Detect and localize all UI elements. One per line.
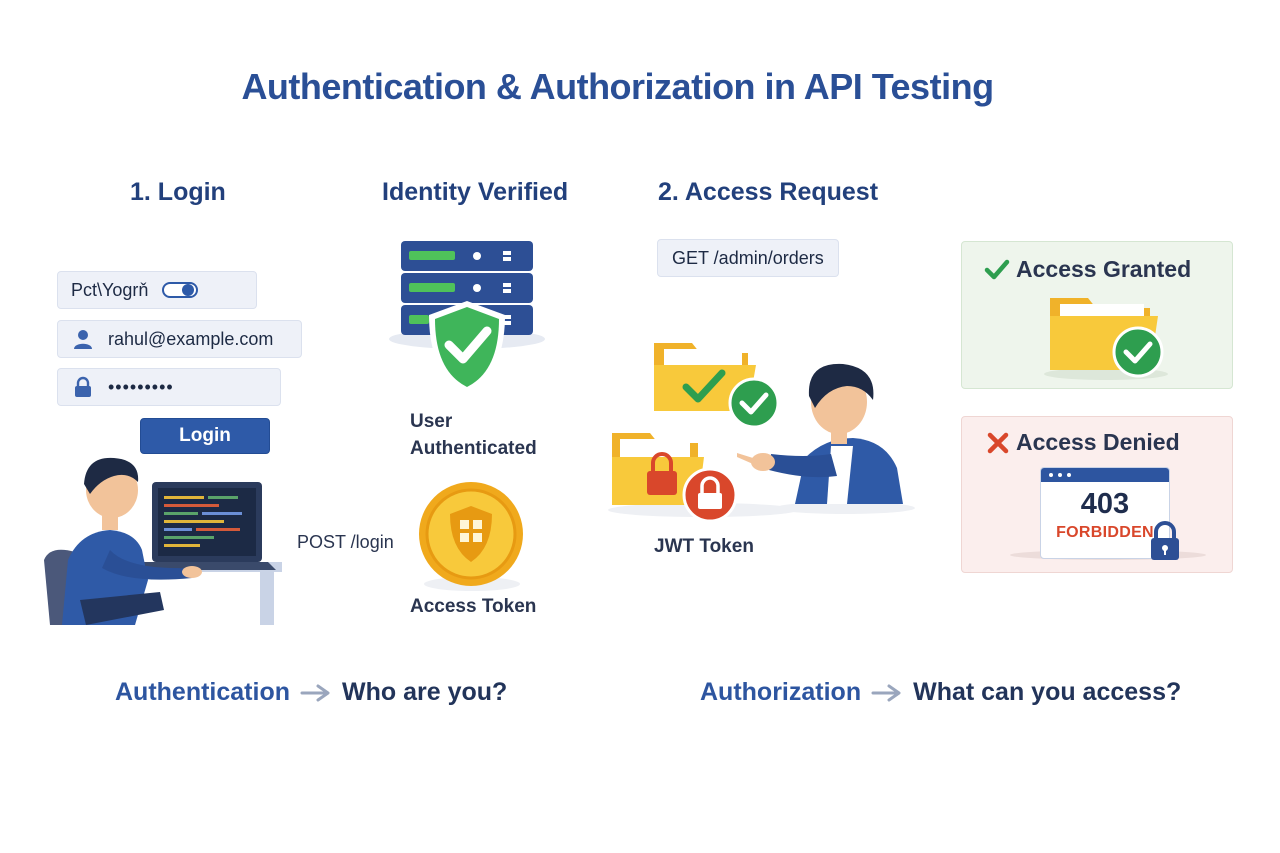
- lock-icon: [74, 376, 92, 398]
- jwt-token-label: JWT Token: [654, 536, 754, 558]
- password-field[interactable]: •••••••••: [57, 368, 281, 406]
- authorization-term: Authorization: [700, 678, 861, 707]
- padlock-icon: [1148, 519, 1182, 563]
- error-code: 403: [1041, 488, 1169, 520]
- email-field[interactable]: rahul@example.com: [57, 320, 302, 358]
- access-granted-header: Access Granted: [984, 256, 1191, 283]
- email-value: rahul@example.com: [108, 329, 273, 350]
- login-button[interactable]: Login: [140, 418, 270, 454]
- user-authenticated-line2: Authenticated: [410, 435, 537, 462]
- authorization-question: What can you access?: [913, 678, 1181, 707]
- cross-icon: [986, 431, 1010, 455]
- access-granted-title: Access Granted: [1016, 256, 1191, 283]
- user-authenticated-label: User Authenticated: [410, 408, 537, 462]
- heading-login: 1. Login: [130, 178, 226, 207]
- username-field[interactable]: Pct\Yogrň: [57, 271, 257, 309]
- authentication-summary: Authentication Who are you?: [115, 678, 507, 707]
- page-title: Authentication & Authorization in API Te…: [0, 66, 1235, 108]
- developer-at-laptop-illustration: [40, 450, 290, 625]
- access-granted-card: Access Granted: [961, 241, 1233, 389]
- access-token-label: Access Token: [410, 596, 536, 618]
- access-denied-title: Access Denied: [1016, 429, 1180, 456]
- access-denied-card: Access Denied 403 FORBIDDEN: [961, 416, 1233, 573]
- authentication-term: Authentication: [115, 678, 290, 707]
- error-window-titlebar: [1041, 468, 1169, 482]
- username-text: Pct\Yogrň: [71, 280, 148, 301]
- pointing-person-illustration: [735, 358, 920, 516]
- authentication-question: Who are you?: [342, 678, 507, 707]
- user-authenticated-line1: User: [410, 408, 537, 435]
- user-icon: [72, 328, 94, 350]
- checkmark-icon: [984, 258, 1010, 282]
- access-token-coin-icon: [412, 480, 532, 595]
- authorization-summary: Authorization What can you access?: [700, 678, 1181, 707]
- access-denied-header: Access Denied: [986, 429, 1180, 456]
- password-value: •••••••••: [108, 377, 174, 398]
- heading-identity-verified: Identity Verified: [382, 178, 568, 207]
- post-login-label: POST /login: [297, 532, 394, 553]
- toggle-icon[interactable]: [162, 280, 200, 300]
- get-request-label: GET /admin/orders: [657, 239, 839, 277]
- unlocked-folder-icon: [1040, 290, 1175, 382]
- server-shield-illustration: [385, 235, 550, 400]
- arrow-right-icon: [300, 684, 332, 702]
- heading-access-request: 2. Access Request: [658, 178, 878, 207]
- arrow-right-icon: [871, 684, 903, 702]
